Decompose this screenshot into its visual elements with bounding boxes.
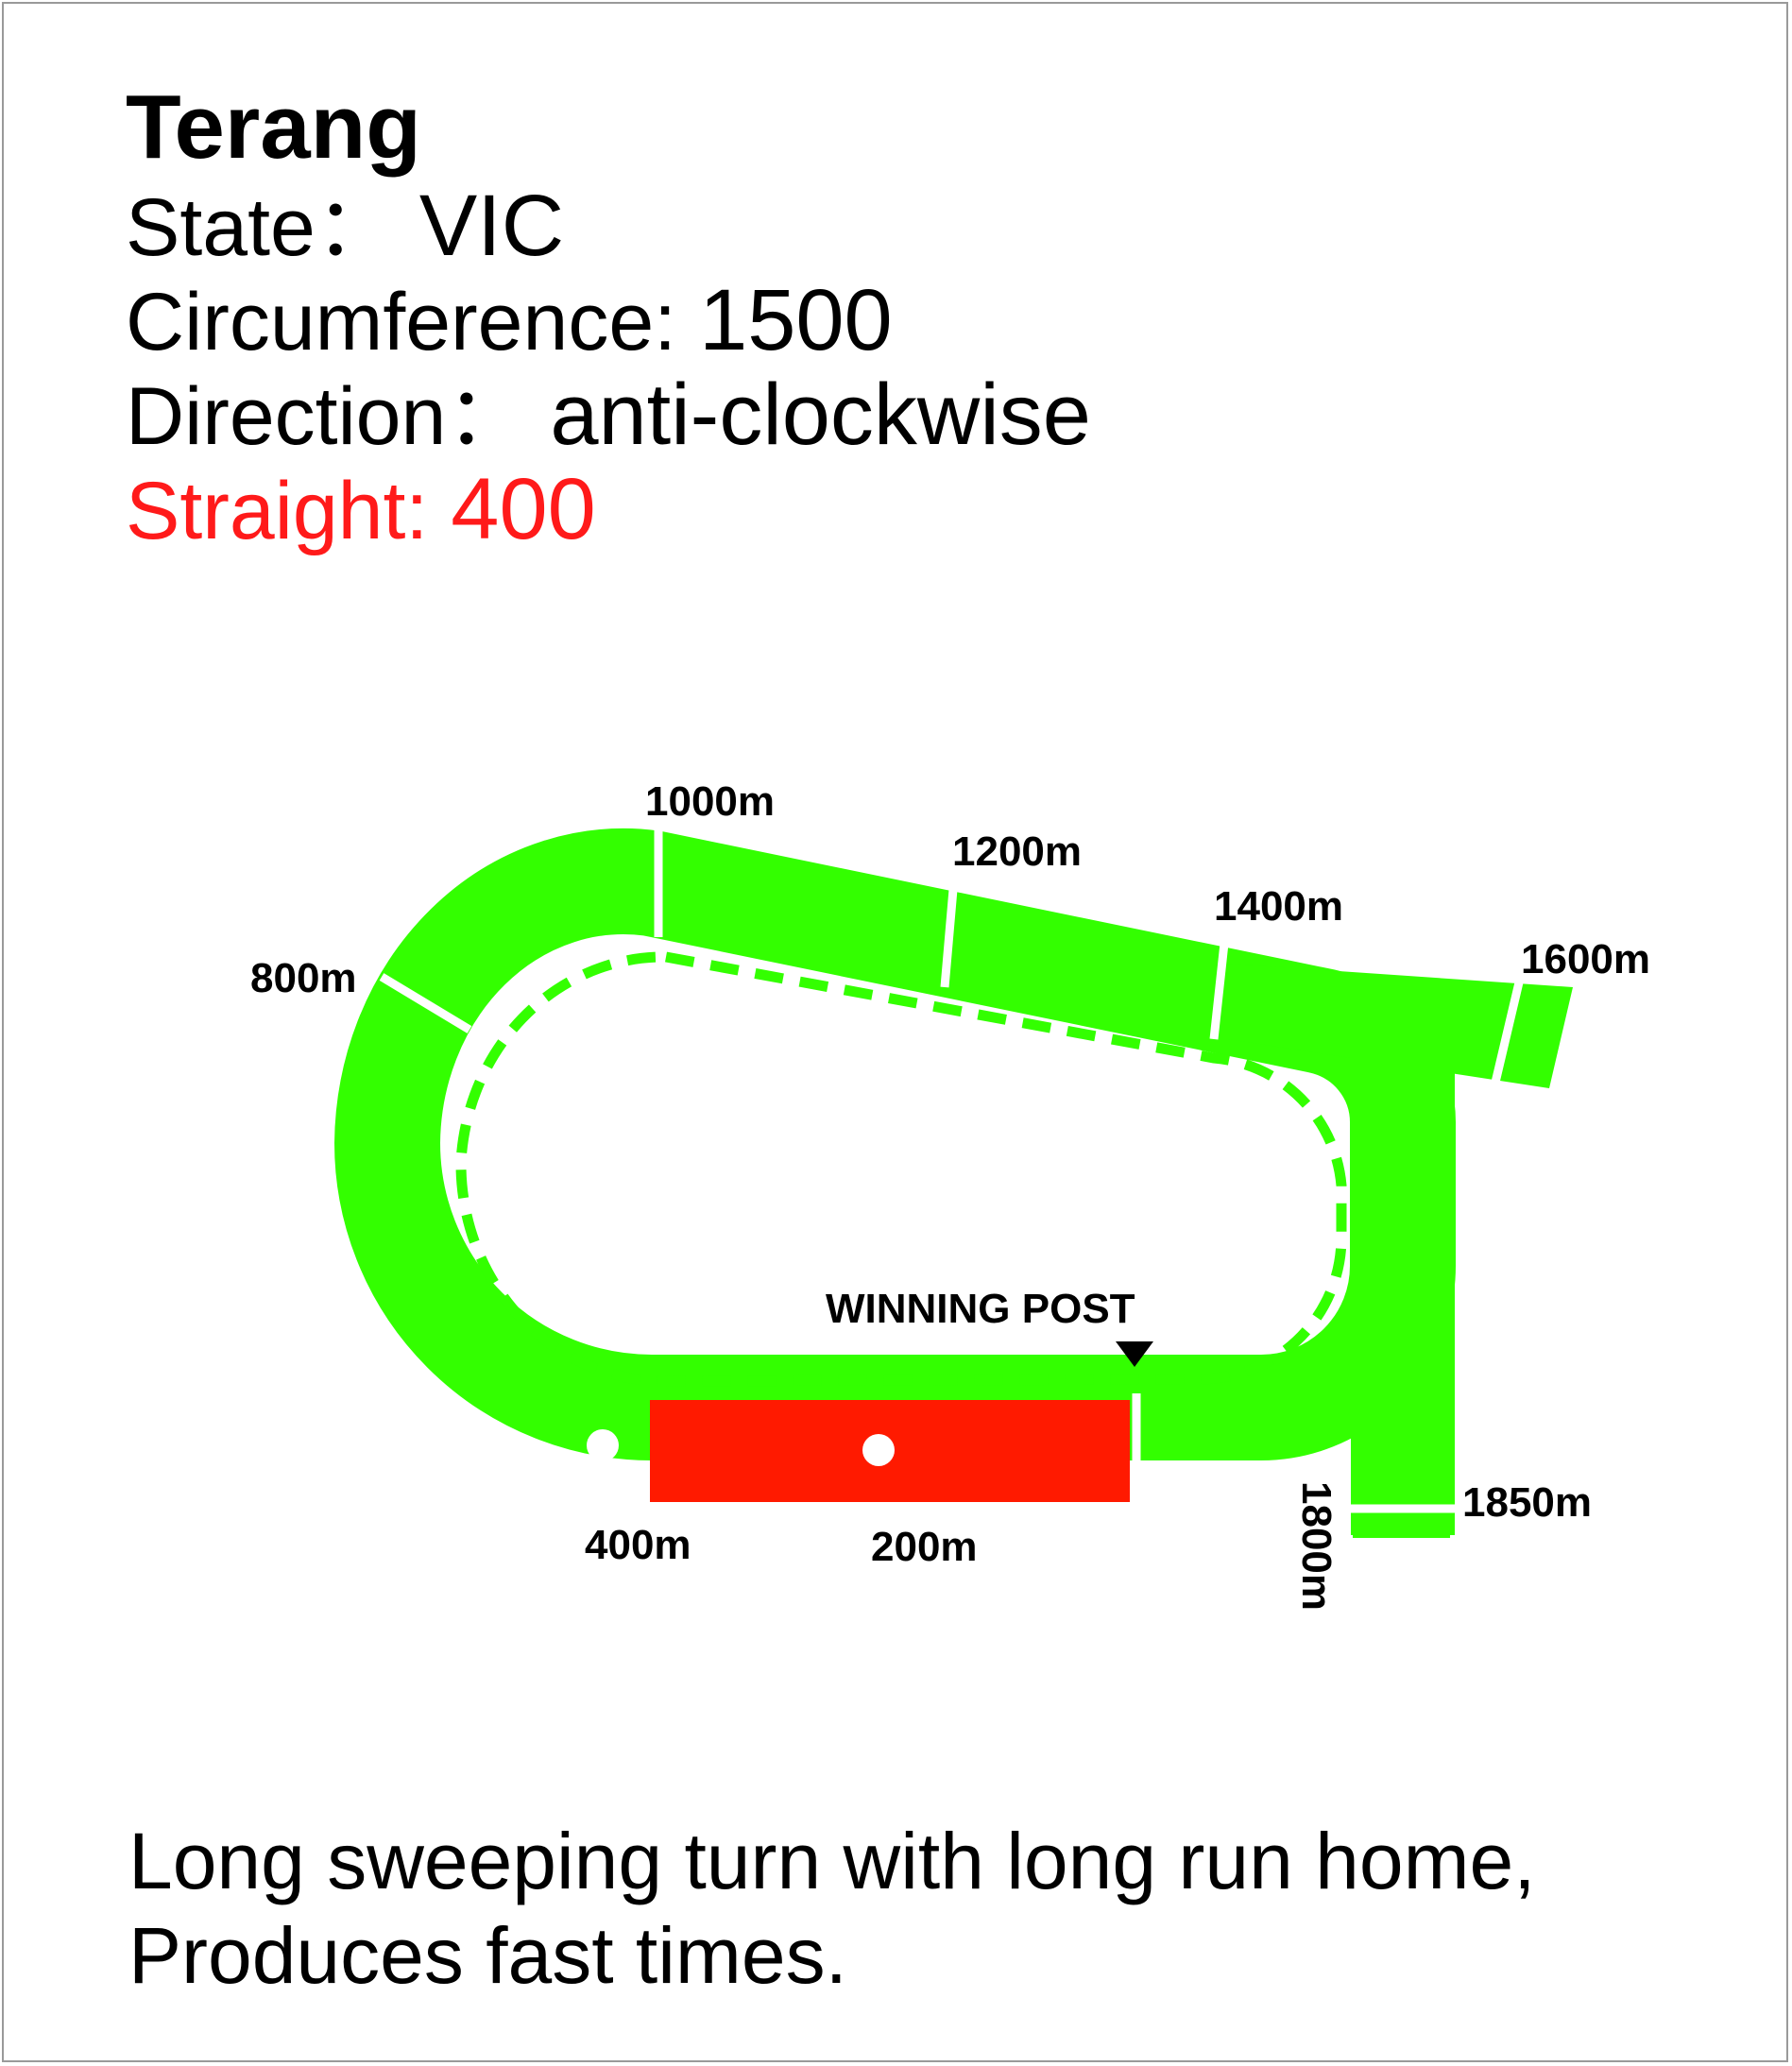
200m-marker-dot bbox=[862, 1434, 895, 1466]
track-info: Terang State：VIC Circumference:1500 Dire… bbox=[126, 76, 1091, 557]
direction-value: anti-clockwise bbox=[550, 367, 1091, 463]
track-description: Long sweeping turn with long run home, P… bbox=[128, 1814, 1536, 2003]
straight-label: Straight: bbox=[126, 466, 429, 556]
1600m-chute bbox=[1228, 964, 1573, 1088]
circumference-row: Circumference:1500 bbox=[126, 274, 1091, 368]
state-value: VIC bbox=[418, 178, 565, 274]
400m-marker-dot bbox=[587, 1429, 619, 1461]
marker-1400m: 1400m bbox=[1214, 883, 1343, 930]
description-line-1: Long sweeping turn with long run home, bbox=[128, 1817, 1536, 1905]
track-name: Terang bbox=[126, 77, 421, 178]
marker-800m: 800m bbox=[250, 955, 357, 1001]
marker-1600m: 1600m bbox=[1521, 936, 1650, 982]
track-surface bbox=[334, 828, 1573, 1538]
state-label: State： bbox=[126, 182, 397, 273]
marker-200m: 200m bbox=[871, 1524, 978, 1570]
straight-value: 400 bbox=[451, 461, 596, 557]
inner-rail bbox=[455, 951, 1347, 1387]
divider-800m bbox=[379, 973, 472, 1033]
straight-row: Straight:400 bbox=[126, 463, 1091, 557]
section-dividers bbox=[379, 829, 1524, 1513]
marker-1200m: 1200m bbox=[952, 828, 1082, 875]
1850m-chute-end bbox=[1353, 1514, 1450, 1538]
description-line-2: Produces fast times. bbox=[128, 1911, 847, 2000]
circumference-label: Circumference: bbox=[126, 277, 677, 367]
marker-400m: 400m bbox=[585, 1522, 691, 1568]
marker-1800m: 1800m bbox=[1293, 1481, 1340, 1611]
divider-1600m bbox=[1490, 981, 1524, 1088]
winning-post-arrow bbox=[1116, 1341, 1153, 1367]
winning-post-label: WINNING POST bbox=[826, 1286, 1135, 1332]
circumference-value: 1500 bbox=[699, 272, 893, 368]
direction-row: Direction：anti-clockwise bbox=[126, 368, 1091, 463]
state-row: State：VIC bbox=[126, 179, 1091, 274]
direction-label: Direction： bbox=[126, 371, 528, 462]
1800m-chute bbox=[1351, 1049, 1455, 1535]
marker-1000m: 1000m bbox=[645, 778, 775, 825]
divider-1200m bbox=[940, 878, 959, 988]
divider-1400m bbox=[1209, 925, 1231, 1040]
marker-1850m: 1850m bbox=[1462, 1479, 1592, 1526]
